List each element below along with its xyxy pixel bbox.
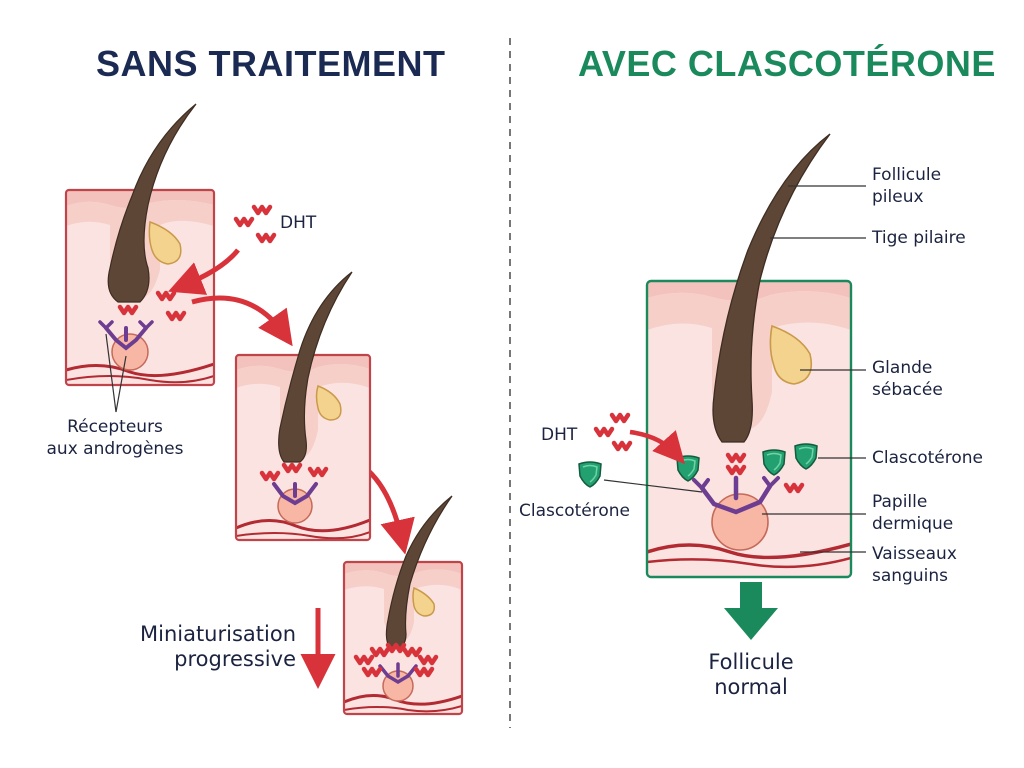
red-arrow [191, 295, 293, 347]
label-clascoterone-left: Clascotérone [519, 501, 630, 521]
label-normal-follicle: Follicule normal [708, 650, 794, 699]
label-sebaceous-gland: Glande sébacée [872, 358, 943, 400]
dht-molecule-icon [258, 235, 274, 241]
follicle-panel-treated [645, 133, 853, 579]
label-dht-left: DHT [280, 213, 317, 233]
dht-molecule-icon [236, 219, 252, 225]
dht-molecule-icon [254, 207, 270, 213]
label-hair-follicle: Follicule pileux [872, 165, 942, 207]
label-dht-right: DHT [541, 425, 578, 445]
follicle-panel-2 [234, 271, 372, 542]
label-blood-vessels: Vaisseaux sanguins [872, 544, 957, 586]
red-arrow [629, 429, 685, 465]
title-without-treatment: SANS TRAITEMENT [96, 43, 446, 84]
label-hair-shaft: Tige pilaire [872, 228, 966, 248]
label-clascoterone-right: Clascotérone [872, 448, 983, 468]
red-arrow [168, 248, 240, 295]
label-dermal-papilla: Papille dermique [872, 492, 954, 534]
label-androgen-receptors: Récepteurs aux androgènes [46, 417, 184, 459]
clascoterone-shield-icon [578, 461, 602, 488]
follicle-panel-1 [64, 103, 216, 387]
follicle-panel-3 [342, 495, 464, 716]
green-arrow [724, 582, 778, 640]
label-progressive-miniaturization: Miniaturisation progressive [139, 622, 296, 671]
title-with-clascoterone: AVEC CLASCOTÉRONE [578, 43, 996, 84]
